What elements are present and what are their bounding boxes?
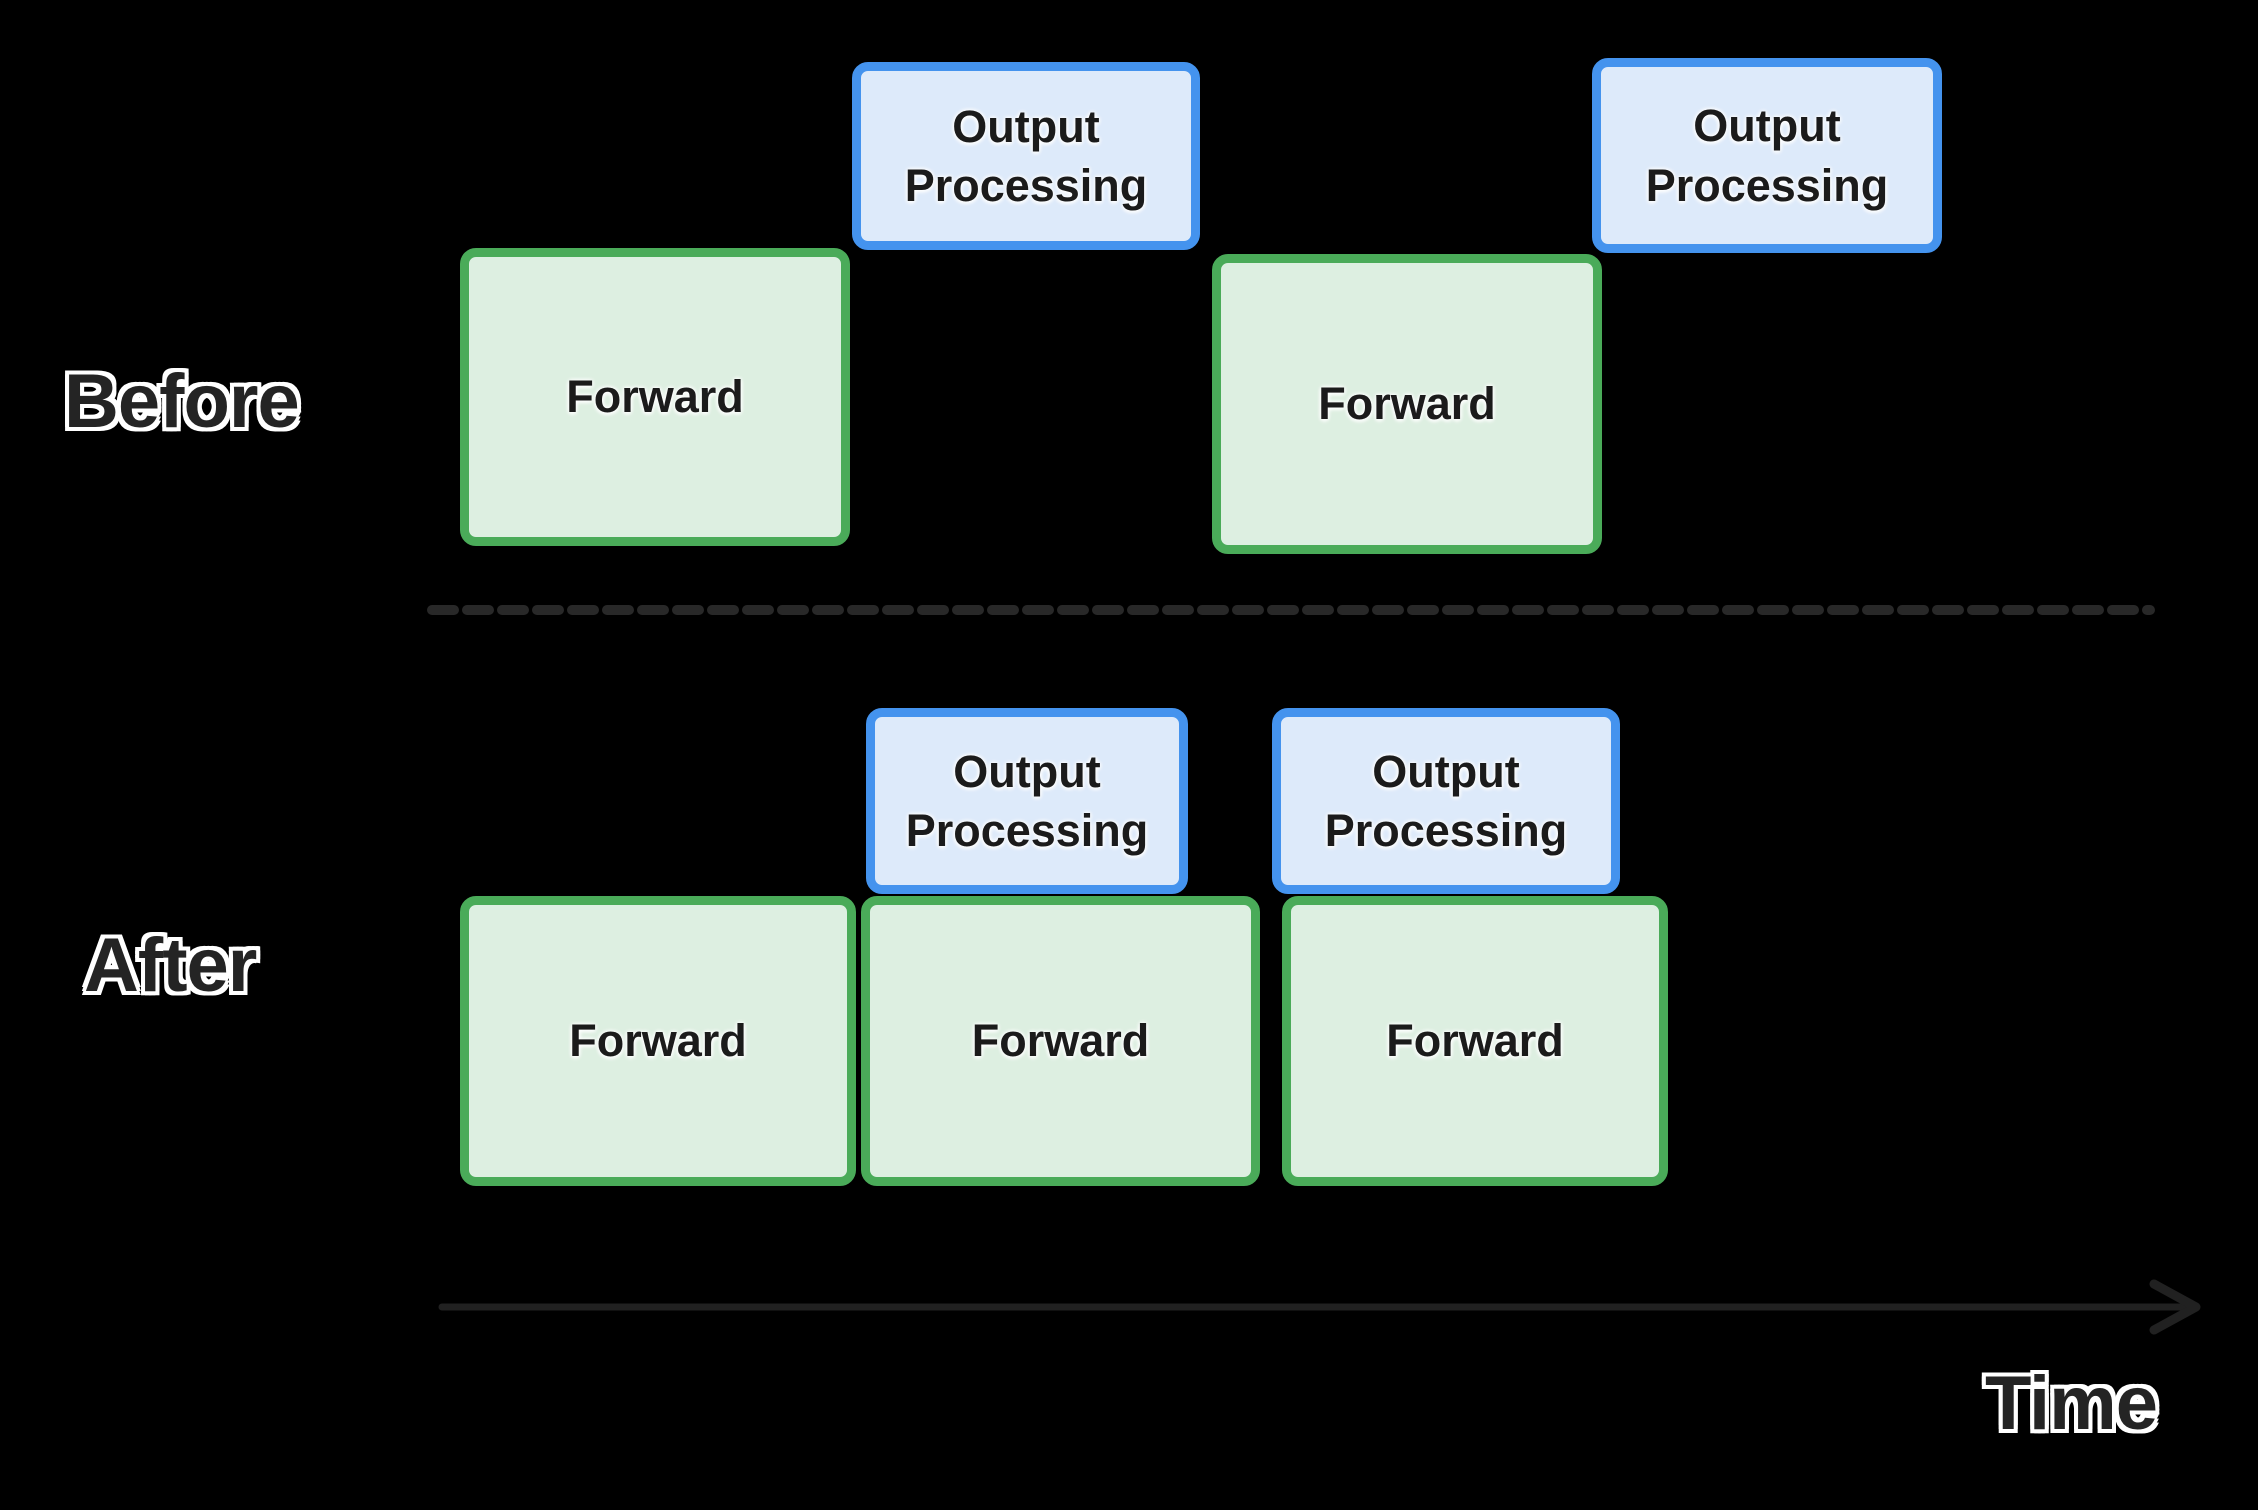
- after-output-processing-box-1-label: Output Processing: [905, 745, 1149, 856]
- after-section-label: After: [84, 923, 257, 1008]
- after-output-processing-box-2-label: Output Processing: [1324, 745, 1568, 856]
- before-forward-box-1: Forward: [460, 248, 850, 546]
- before-output-processing-box-1-label: Output Processing: [904, 100, 1148, 211]
- after-output-processing-box-2: Output Processing: [1272, 708, 1620, 894]
- after-forward-box-3-label: Forward: [1386, 1015, 1564, 1067]
- before-output-processing-box-2-label: Output Processing: [1645, 100, 1889, 211]
- after-output-processing-box-1: Output Processing: [866, 708, 1188, 894]
- before-forward-box-2-label: Forward: [1318, 378, 1496, 430]
- before-output-processing-box-2: Output Processing: [1592, 58, 1942, 253]
- before-section-label: Before: [64, 359, 300, 444]
- after-forward-box-1-label: Forward: [569, 1015, 747, 1067]
- before-output-processing-box-1: Output Processing: [852, 62, 1200, 250]
- after-forward-box-2-label: Forward: [971, 1015, 1150, 1067]
- after-forward-box-2: Forward: [861, 896, 1260, 1186]
- after-forward-box-1: Forward: [460, 896, 856, 1186]
- time-axis-label: Time: [1985, 1361, 2158, 1446]
- before-forward-box-1-label: Forward: [566, 371, 744, 423]
- after-forward-box-3: Forward: [1282, 896, 1668, 1186]
- time-axis-arrowhead: [2149, 1279, 2201, 1335]
- before-forward-box-2: Forward: [1212, 254, 1602, 554]
